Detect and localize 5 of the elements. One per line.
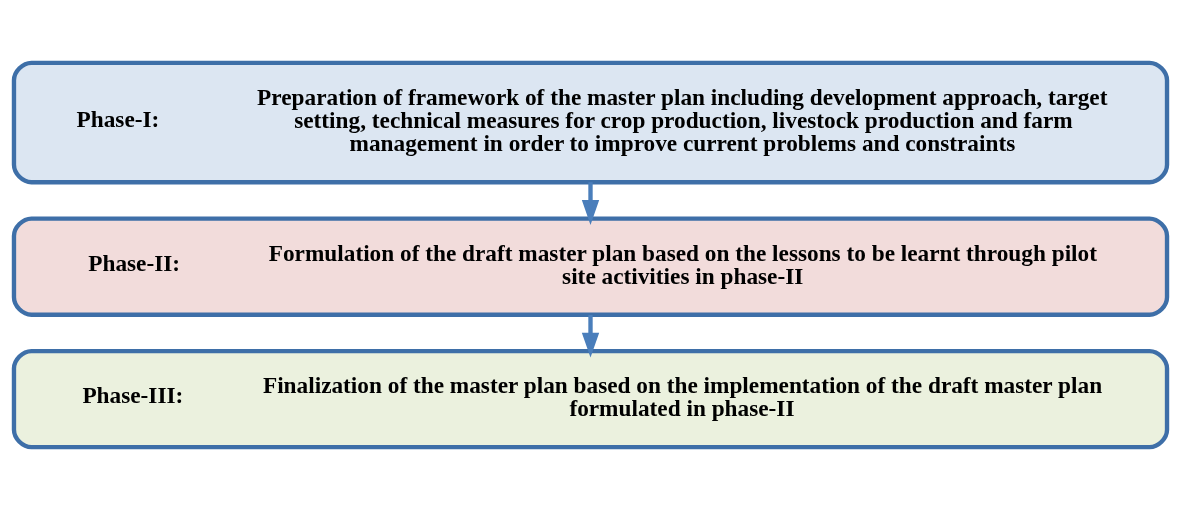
node-box: Phase-III: Finalization of the master plan based on the implementation of the draft master plan formulated in phase-II xyxy=(11,348,1170,450)
arrow xyxy=(581,182,600,225)
node-box: Phase-I: Preparation of framework of the master plan including development approach, target setting, technical measures for crop production, livestock production and farm management in order to improve current problems and constraints xyxy=(11,60,1170,185)
arrow xyxy=(581,314,600,358)
node-box: Phase-II: Formulation of the draft master plan based on the lessons to be learnt through pilot site activities in phase-II xyxy=(11,216,1170,317)
